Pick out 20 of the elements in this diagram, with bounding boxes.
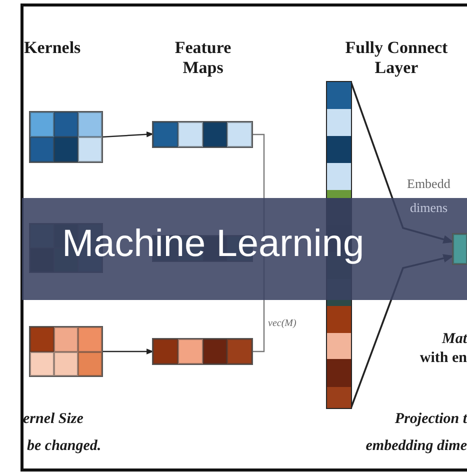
arrow bbox=[102, 348, 154, 354]
column-heading: Kernels bbox=[24, 38, 81, 58]
note-text: ernel Size bbox=[23, 410, 84, 428]
vector-label: vec(M) bbox=[268, 318, 296, 330]
caption-text: embedding dime bbox=[366, 437, 467, 455]
column-heading: Feature Maps bbox=[174, 38, 232, 79]
annotation-text: dimens bbox=[410, 200, 448, 216]
grid-block bbox=[153, 122, 252, 147]
grid-block bbox=[453, 234, 467, 264]
grid-block bbox=[153, 339, 252, 364]
annotation-text: Mat bbox=[442, 330, 467, 348]
annotation-text: Embedd bbox=[407, 176, 450, 192]
banner-title: Machine Learning bbox=[62, 222, 364, 267]
grid-block bbox=[30, 327, 102, 376]
note-text: be changed. bbox=[27, 437, 102, 455]
grid-block bbox=[30, 112, 102, 162]
annotation-text: with en bbox=[420, 349, 467, 367]
column-heading: Fully Connect Layer bbox=[344, 38, 449, 79]
caption-text: Projection t bbox=[394, 410, 467, 428]
arrow bbox=[102, 132, 154, 138]
